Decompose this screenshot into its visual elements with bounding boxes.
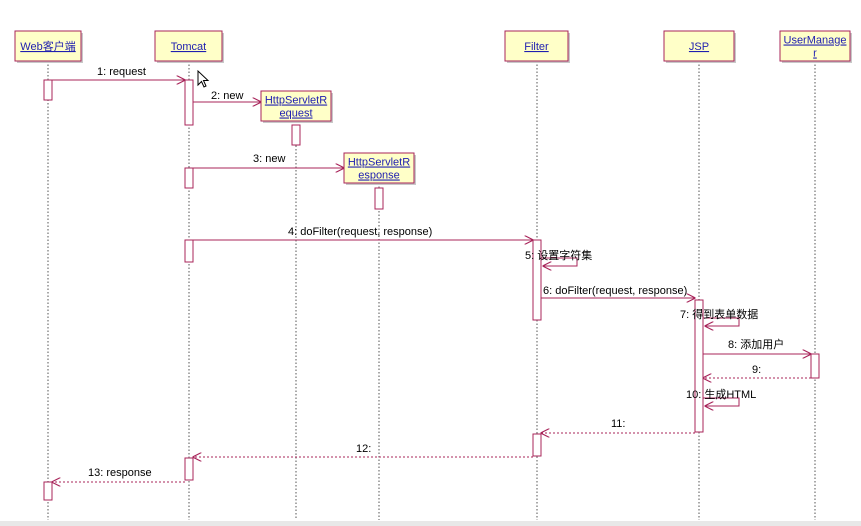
activation-bar-filter <box>532 433 542 457</box>
lifeline-head-client[interactable]: Web客户端 <box>14 30 83 63</box>
tomcat-name-line: Tomcat <box>171 41 206 53</box>
message-label: 3: new <box>253 153 285 165</box>
message-m2[interactable]: 2: new <box>193 90 261 102</box>
message-label: 2: new <box>211 90 243 102</box>
message-arrow <box>703 317 740 326</box>
message-m11[interactable]: 11: <box>541 418 695 433</box>
activation-bar-tomcat <box>184 167 194 189</box>
message-m9[interactable]: 9: <box>703 364 811 378</box>
message-m10[interactable]: 10: 生成HTML <box>686 387 756 406</box>
activation-bar-usermanager <box>810 353 820 379</box>
activation-bar-request_obj <box>291 124 301 146</box>
message-label: 10: 生成HTML <box>686 387 756 401</box>
message-m13[interactable]: 13: response <box>52 467 185 482</box>
horizontal-scrollbar[interactable] <box>0 521 861 526</box>
activation-bar-filter <box>532 239 542 321</box>
message-m1[interactable]: 1: request <box>52 66 185 80</box>
usermanager-name-line: UserManage <box>784 35 847 47</box>
filter-name-line: Filter <box>524 41 549 53</box>
message-m6[interactable]: 6: doFilter(request, response) <box>541 285 695 298</box>
message-m4[interactable]: 4: doFilter(request, response) <box>193 226 533 240</box>
activation-bar-jsp <box>694 299 704 433</box>
message-label: 4: doFilter(request, response) <box>288 226 432 238</box>
message-label: 1: request <box>97 66 146 78</box>
message-m7[interactable]: 7: 得到表单数据 <box>680 307 758 326</box>
message-m3[interactable]: 3: new <box>193 153 344 168</box>
usermanager-name-line: r <box>813 48 817 60</box>
message-arrow <box>541 257 578 266</box>
activation-bar-response_obj <box>374 187 384 210</box>
message-label: 11: <box>611 418 625 430</box>
lifeline-head-jsp[interactable]: JSP <box>663 30 736 63</box>
response_obj-name-line: esponse <box>358 170 400 182</box>
activation-bar-client <box>43 481 53 501</box>
activation-bar-tomcat <box>184 457 194 481</box>
message-label: 6: doFilter(request, response) <box>543 285 687 297</box>
activation-bar-client <box>43 79 53 101</box>
response_obj-name-line: HttpServletR <box>348 157 410 169</box>
jsp-name-line: JSP <box>689 41 709 53</box>
message-m5[interactable]: 5: 设置字符集 <box>525 248 592 266</box>
lifeline-head-tomcat[interactable]: Tomcat <box>154 30 224 63</box>
message-label: 12: <box>356 443 371 455</box>
lifeline-head-filter[interactable]: Filter <box>504 30 570 63</box>
message-m12[interactable]: 12: <box>193 443 533 457</box>
message-label: 9: <box>752 364 761 376</box>
message-m8[interactable]: 8: 添加用户 <box>703 337 811 354</box>
mouse-cursor-icon <box>197 69 210 88</box>
activation-bar-tomcat <box>184 239 194 263</box>
client-name-line: Web客户端 <box>20 39 75 53</box>
request_obj-name-line: HttpServletR <box>265 95 327 107</box>
message-label: 7: 得到表单数据 <box>680 307 758 321</box>
message-label: 8: 添加用户 <box>728 337 784 351</box>
message-arrow <box>703 397 740 406</box>
message-label: 13: response <box>88 467 152 479</box>
request_obj-name-line: equest <box>279 108 312 120</box>
message-label: 5: 设置字符集 <box>525 248 592 262</box>
activation-bar-tomcat <box>184 79 194 126</box>
